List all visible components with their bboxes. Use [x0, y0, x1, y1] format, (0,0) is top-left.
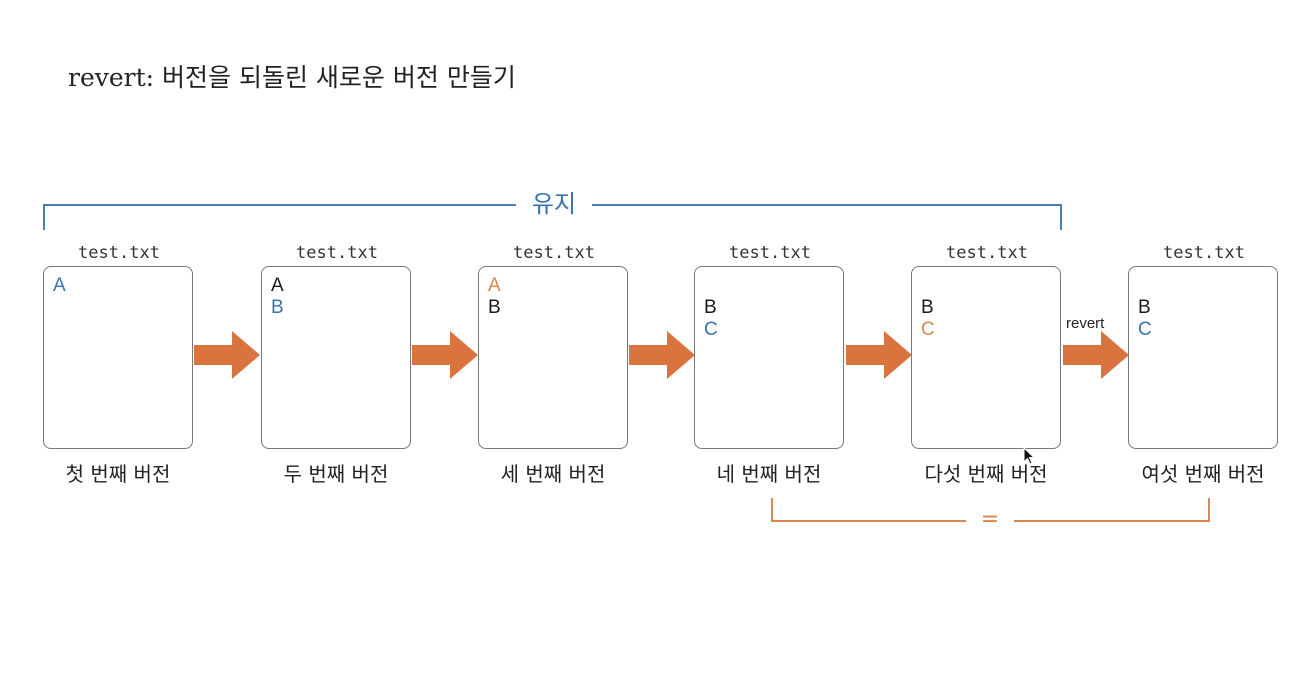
file-box-v1: A: [43, 266, 193, 449]
file-line: C: [704, 319, 718, 340]
file-line: B: [271, 297, 284, 318]
file-line: A: [53, 275, 66, 296]
file-line: C: [1138, 319, 1152, 340]
right-arrow-icon: [412, 331, 478, 379]
version-caption: 세 번째 버전: [500, 462, 606, 486]
slide-title: revert: 버전을 되돌린 새로운 버전 만들기: [68, 63, 516, 92]
file-box-v6: B C: [1128, 266, 1278, 449]
file-line: C: [921, 319, 935, 340]
revert-arrow-icon: [1063, 331, 1129, 379]
file-box-v2: A B: [261, 266, 411, 449]
file-box-v4: B C: [694, 266, 844, 449]
version-caption: 여섯 번째 버전: [1141, 462, 1265, 486]
filename-label: test.txt: [1163, 243, 1245, 263]
file-box-v3: A B: [478, 266, 628, 449]
version-caption: 네 번째 버전: [716, 462, 822, 486]
revert-label: revert: [1066, 315, 1105, 332]
keep-label: 유지: [516, 190, 592, 218]
file-line: B: [488, 297, 501, 318]
mouse-cursor-icon: [1023, 447, 1035, 465]
filename-label: test.txt: [513, 243, 595, 263]
equal-label: =: [966, 507, 1014, 533]
filename-label: test.txt: [296, 243, 378, 263]
file-line: A: [271, 275, 284, 296]
right-arrow-icon: [846, 331, 912, 379]
file-line: B: [704, 297, 717, 318]
file-line: B: [1138, 297, 1151, 318]
file-line: A: [488, 275, 501, 296]
file-line: B: [921, 297, 934, 318]
version-caption: 두 번째 버전: [283, 462, 389, 486]
filename-label: test.txt: [946, 243, 1028, 263]
right-arrow-icon: [194, 331, 260, 379]
version-caption: 첫 번째 버전: [65, 462, 171, 486]
filename-label: test.txt: [78, 243, 160, 263]
filename-label: test.txt: [729, 243, 811, 263]
file-box-v5: B C: [911, 266, 1061, 449]
version-caption: 다섯 번째 버전: [924, 462, 1048, 486]
right-arrow-icon: [629, 331, 695, 379]
